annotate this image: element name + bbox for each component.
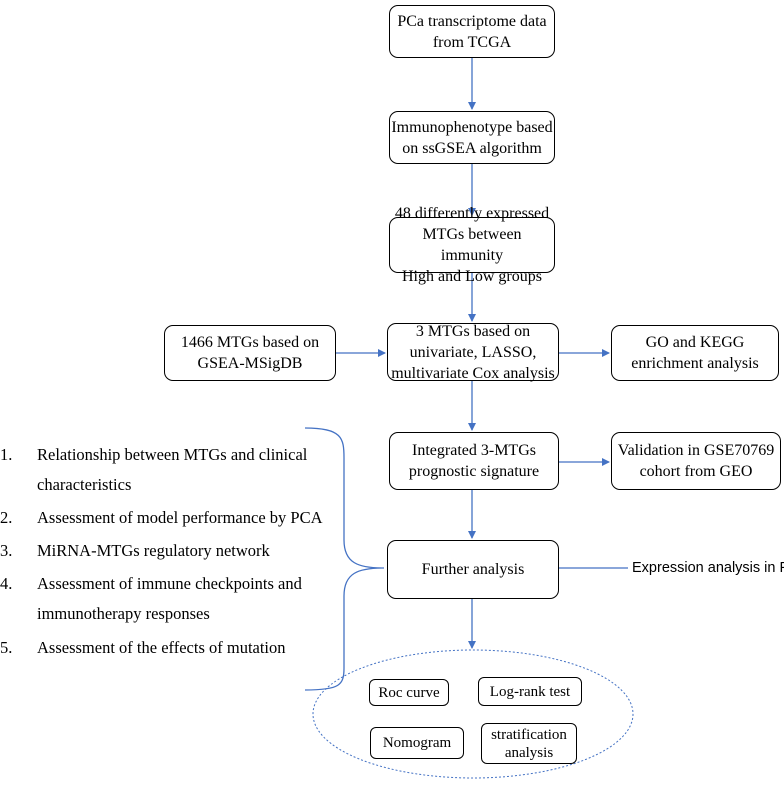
log-rank-label: Log-rank test xyxy=(489,683,571,700)
list-item-number: 4. xyxy=(0,574,13,593)
box-tcga-line1: PCa transcriptome data xyxy=(397,12,547,30)
box-msigdb-line1: 1466 MTGs based on xyxy=(180,334,320,351)
box-go-kegg-line2: enrichment analysis xyxy=(631,355,759,372)
box-cox-line3: multivariate Cox analysis xyxy=(391,364,555,382)
box-differential-line3: High and Low groups xyxy=(402,268,542,285)
box-differential-line2: MTGs between immunity xyxy=(422,226,522,264)
box-msigdb-line2: GSEA-MSigDB xyxy=(197,355,303,372)
list-item-text: Assessment of the effects of mutation xyxy=(37,638,286,657)
box-cox-line1: 3 MTGs based on xyxy=(415,322,531,340)
box-validation-line1: Validation in GSE70769 xyxy=(617,442,775,459)
box-three-mtgs-cox: 3 MTGs based on univariate, LASSO, multi… xyxy=(387,322,559,382)
list-item-text: Assessment of immune checkpoints and imm… xyxy=(37,574,302,623)
box-signature-line2: prognostic signature xyxy=(408,463,540,480)
box-signature-line1: Integrated 3-MTGs xyxy=(412,442,536,459)
box-go-kegg: GO and KEGG enrichment analysis xyxy=(611,325,779,381)
box-stratification-analysis: stratification analysis xyxy=(481,723,577,764)
nomogram-label: Nomogram xyxy=(382,735,452,751)
box-cox-line2: univariate, LASSO, xyxy=(409,343,537,361)
box-immunophenotype-line2: on ssGSEA algorithm xyxy=(402,139,542,157)
box-differential-line1: 48 differently expressed xyxy=(394,205,550,222)
box-go-kegg-line1: GO and KEGG xyxy=(645,334,745,351)
box-further-label: Further analysis xyxy=(421,561,525,578)
expression-analysis-note: Expression analysis in PCa xyxy=(632,560,784,576)
box-geo-validation: Validation in GSE70769 cohort from GEO xyxy=(611,432,781,490)
stratification-line2: analysis xyxy=(504,744,554,761)
list-item-number: 1. xyxy=(0,445,13,464)
box-log-rank-test: Log-rank test xyxy=(478,677,582,706)
box-nomogram: Nomogram xyxy=(370,727,464,759)
list-item-text: Relationship between MTGs and clinical c… xyxy=(37,445,308,494)
box-msigdb-input: 1466 MTGs based on GSEA-MSigDB xyxy=(164,325,336,381)
stratification-line1: stratification xyxy=(491,726,567,743)
box-differential-mtgs: 48 differently expressed MTGs between im… xyxy=(389,205,555,285)
list-curly-brace xyxy=(304,427,385,691)
list-item-text: MiRNA-MTGs regulatory network xyxy=(37,541,270,560)
roc-curve-label: Roc curve xyxy=(378,684,440,701)
box-roc-curve: Roc curve xyxy=(369,679,449,706)
box-tcga-data: PCa transcriptome data from TCGA xyxy=(389,5,555,58)
list-item-text: Assessment of model performance by PCA xyxy=(37,508,323,527)
list-item-number: 2. xyxy=(0,508,13,527)
methods-ellipse xyxy=(312,649,634,779)
list-item-number: 3. xyxy=(0,541,13,560)
box-immunophenotype: Immunophenotype based on ssGSEA algorith… xyxy=(389,111,555,164)
box-further-analysis: Further analysis xyxy=(387,540,559,599)
box-validation-line2: cohort from GEO xyxy=(639,463,753,480)
list-item-number: 5. xyxy=(0,638,13,657)
box-prognostic-signature: Integrated 3-MTGs prognostic signature xyxy=(389,432,559,490)
box-tcga-line2: from TCGA xyxy=(432,33,512,51)
box-immunophenotype-line1: Immunophenotype based xyxy=(391,118,553,136)
